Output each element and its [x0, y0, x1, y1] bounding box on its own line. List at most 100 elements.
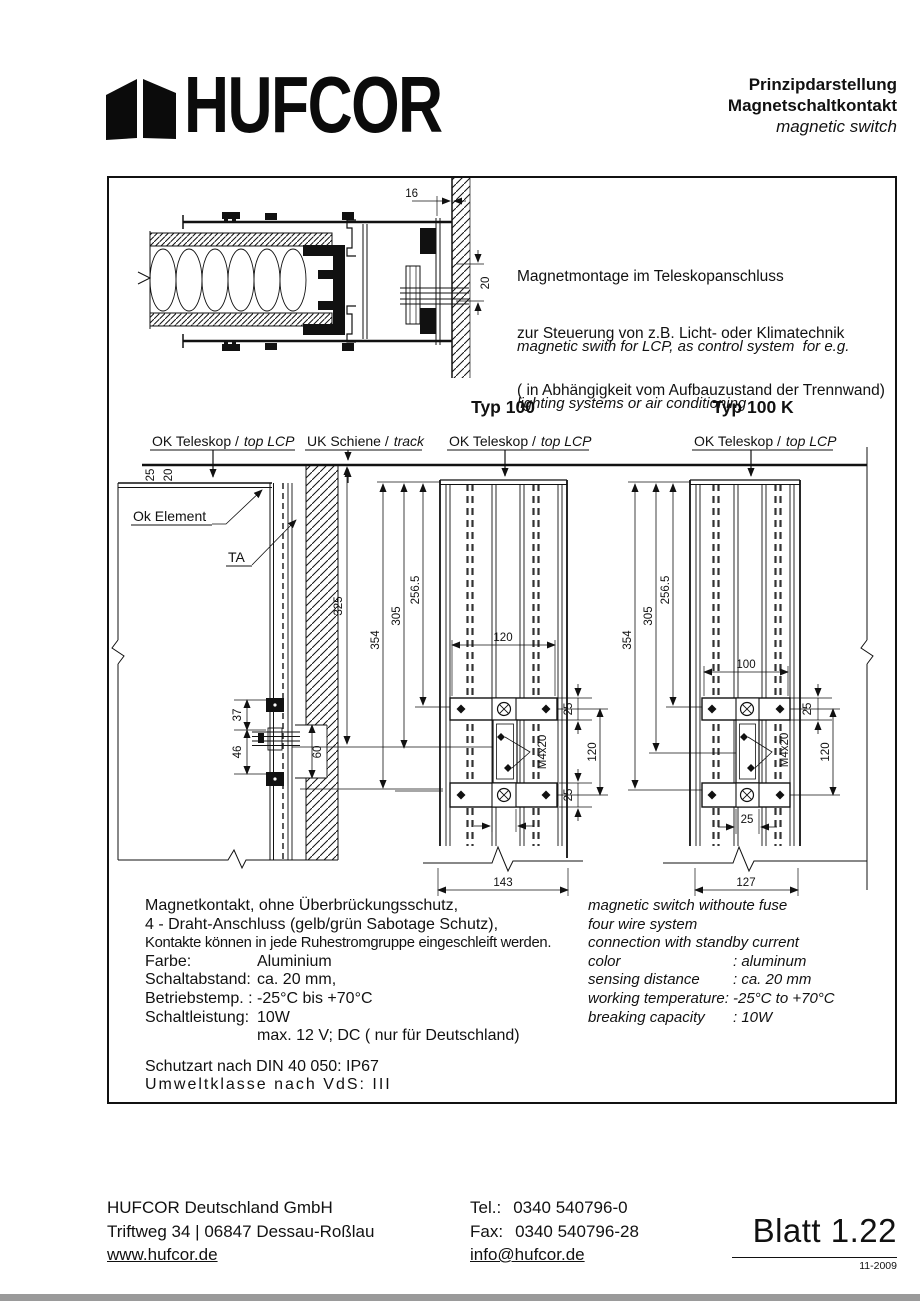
dim-305-t100: 305 [391, 606, 403, 625]
spec-value: : 10W [733, 1008, 773, 1026]
spec-value: -25°C to +70°C [733, 989, 835, 1007]
dim-256-t100k: 256.5 [660, 576, 672, 605]
dim-60: 60 [312, 746, 324, 759]
dim-25-t100-bottom: 25 [563, 789, 575, 802]
spec-en-line3: connection with standby current [588, 934, 799, 952]
footer-tel: 0340 540796-0 [513, 1198, 628, 1217]
footer-email-link[interactable]: info@hufcor.de [470, 1245, 585, 1264]
typ100k-drawing: 354 305 256.5 100 [622, 447, 874, 896]
spec-de-line3: Kontakte können in jede Ruhestromgruppe … [145, 935, 552, 952]
spec-value: Aluminium [257, 952, 332, 970]
note-english: magnetic swith for LCP, as control syste… [517, 299, 849, 451]
spec-row: color : aluminum [588, 953, 888, 972]
spec-value: -25°C bis +70°C [257, 989, 373, 1007]
spec-value: : aluminum [733, 952, 807, 970]
specs-english: magnetic switch withoute fuse four wire … [588, 897, 888, 1027]
spec-row: Schaltleistung: 10W [145, 1009, 585, 1028]
dim-20-top: 20 [163, 469, 175, 482]
spec-label: Farbe: [145, 952, 192, 970]
cross-section-drawing: 16 20 [137, 178, 492, 378]
hufcor-logo-icon [106, 79, 176, 140]
document-title-block: Prinzipdarstellung Magnetschaltkontakt m… [728, 74, 897, 137]
label-m4x20-t100k: M4x20 [779, 733, 791, 768]
dim-120-t100k: 120 [820, 742, 832, 761]
footer-company: HUFCOR Deutschland GmbH [107, 1198, 333, 1217]
spec-label: Betriebstemp. : [145, 989, 253, 1007]
footer-company-block: HUFCOR Deutschland GmbH Triftweg 34 | 06… [107, 1196, 374, 1267]
dim-305-t100k: 305 [643, 606, 655, 625]
label-ok-element: Ok Element [133, 508, 206, 524]
sheet-date: 11-2009 [859, 1260, 897, 1272]
note-german: Magnetmontage im Teleskopanschluss zur S… [517, 229, 885, 438]
title-de-2: Magnetschaltkontakt [727, 96, 897, 115]
label-ok-teleskop-3: OK Teleskop /top LCP [694, 433, 837, 449]
dim-127: 127 [736, 877, 755, 889]
dim-354-t100k: 354 [622, 630, 634, 650]
dim-20-wall: 20 [480, 277, 492, 290]
dim-120-t100-right: 120 [587, 742, 599, 761]
title-typ-100: Typ 100 [471, 397, 535, 417]
page-edge-bar [0, 1294, 920, 1301]
spec-label: Schaltabstand: [145, 971, 251, 989]
dim-25-t100k-bottom: 25 [741, 814, 754, 826]
spec-row: max. 12 V; DC ( nur für Deutschland) [145, 1027, 585, 1046]
dim-16: 16 [405, 188, 418, 200]
spec-label: color [588, 952, 621, 970]
label-ok-teleskop-2: OK Teleskop /top LCP [449, 433, 592, 449]
technical-drawing: 16 20 OK Teleskop /top LCP UK Schiene /t… [111, 178, 874, 896]
spec-value: : ca. 20 mm [733, 971, 812, 989]
dim-143: 143 [493, 877, 512, 889]
note-en-line1: magnetic swith for LCP, as control syste… [517, 338, 850, 355]
spec-label: Schaltleistung: [145, 1008, 250, 1026]
dim-325: 325 [333, 596, 345, 615]
spec-de-line4: Schutzart nach DIN 40 050: IP67 [145, 1057, 379, 1075]
dim-354-t100: 354 [370, 630, 382, 650]
spec-en-line2: four wire system [588, 915, 698, 933]
logo-wordmark: HUFCOR [184, 60, 443, 149]
dim-120-t100-top: 120 [493, 632, 512, 644]
spec-de-line2: 4 - Draht-Anschluss (gelb/grün Sabotage … [145, 915, 499, 933]
footer-fax-label: Fax: [470, 1221, 504, 1241]
spec-de-line1: Magnetkontakt, ohne Überbrückungsschutz, [145, 897, 459, 914]
footer-contact-block: Tel.: 0340 540796-0 Fax: 0340 540796-28 in… [470, 1196, 639, 1267]
label-uk-schiene: UK Schiene /track [307, 433, 425, 449]
spec-en-line1: magnetic switch withoute fuse [588, 897, 788, 914]
note-en-line2: lighting systems or air conditioning [517, 395, 747, 412]
note-de-line3: ( in Abhängigkeit vom Aufbauzustand der … [517, 382, 885, 399]
title-de-1: Prinzipdarstellung [748, 75, 897, 94]
spec-value: max. 12 V; DC ( nur für Deutschland) [257, 1027, 520, 1045]
dim-46: 46 [232, 746, 244, 759]
title-en: magnetic switch [776, 117, 897, 136]
spec-label: sensing distance [588, 971, 700, 989]
note-de-line2: zur Steuerung von z.B. Licht- oder Klima… [517, 325, 845, 342]
elevation-labels: OK Teleskop /top LCP UK Schiene /track O… [142, 397, 867, 483]
label-ta: TA [228, 549, 246, 565]
spec-label: working temperature: [588, 989, 729, 1007]
sheet-number-block: Blatt 1.22 11-2009 [732, 1212, 897, 1272]
spec-value: 10W [257, 1008, 290, 1026]
drawing-frame [107, 176, 897, 1104]
left-elevation-drawing: 25 20 Ok Element TA 60 [111, 466, 500, 870]
label-m4x20-t100: M4x20 [537, 735, 549, 770]
spec-row: working temperature:-25°C to +70°C [588, 990, 888, 1009]
dim-256-t100: 256.5 [410, 576, 422, 605]
typ100-drawing: 354 305 256.5 120 [370, 479, 608, 896]
spec-de-line5: Umweltklasse nach VdS: III [145, 1076, 392, 1094]
spec-label [145, 1027, 257, 1046]
spec-row: Betriebstemp. :-25°C bis +70°C [145, 990, 585, 1009]
spec-row: breaking capacity : 10W [588, 1009, 888, 1028]
footer-fax: 0340 540796-28 [515, 1221, 639, 1241]
spec-row: sensing distance : ca. 20 mm [588, 971, 888, 990]
dim-37: 37 [232, 709, 244, 722]
label-ok-teleskop-1: OK Teleskop /top LCP [152, 433, 295, 449]
footer-website-link[interactable]: www.hufcor.de [107, 1245, 218, 1264]
footer-address: Triftweg 34 | 06847 Dessau-Roßlau [107, 1221, 375, 1241]
footer-tel-label: Tel.: [470, 1198, 502, 1217]
note-de-line1: Magnetmontage im Teleskopanschluss [517, 268, 784, 285]
sheet-number: Blatt 1.22 [732, 1212, 897, 1258]
spec-label: breaking capacity [588, 1008, 705, 1026]
spec-value: ca. 20 mm, [257, 971, 337, 989]
specs-german: Magnetkontakt, ohne Überbrückungsschutz,… [145, 897, 585, 1095]
dim-25-top: 25 [145, 469, 157, 482]
